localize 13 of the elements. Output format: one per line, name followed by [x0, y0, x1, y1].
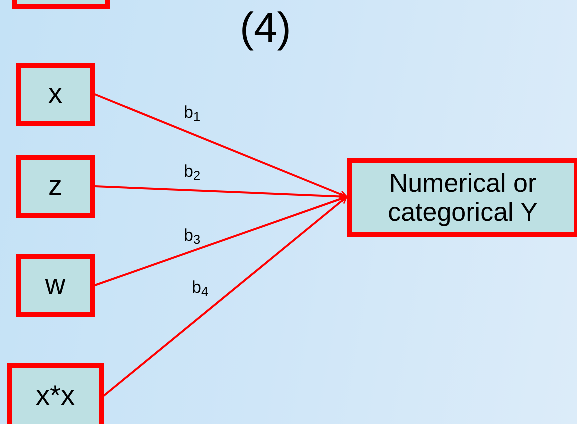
arrow — [94, 195, 348, 286]
variable-box: x*x — [7, 363, 104, 424]
edge-label: b$_{2}$ — [184, 162, 201, 182]
variable-box: w — [16, 254, 95, 317]
edge-label: b$_{1}$ — [184, 103, 201, 123]
arrow — [94, 94, 348, 198]
variable-box: z — [16, 155, 95, 218]
variable-box: Numerical or categorical Y — [347, 158, 577, 237]
arrow — [103, 196, 348, 397]
edge-label: b$_{3}$ — [184, 226, 201, 246]
variable-box: x — [16, 63, 95, 126]
diagram-title: (4) — [240, 3, 292, 53]
edge-label: b$_{4}$ — [192, 278, 209, 298]
